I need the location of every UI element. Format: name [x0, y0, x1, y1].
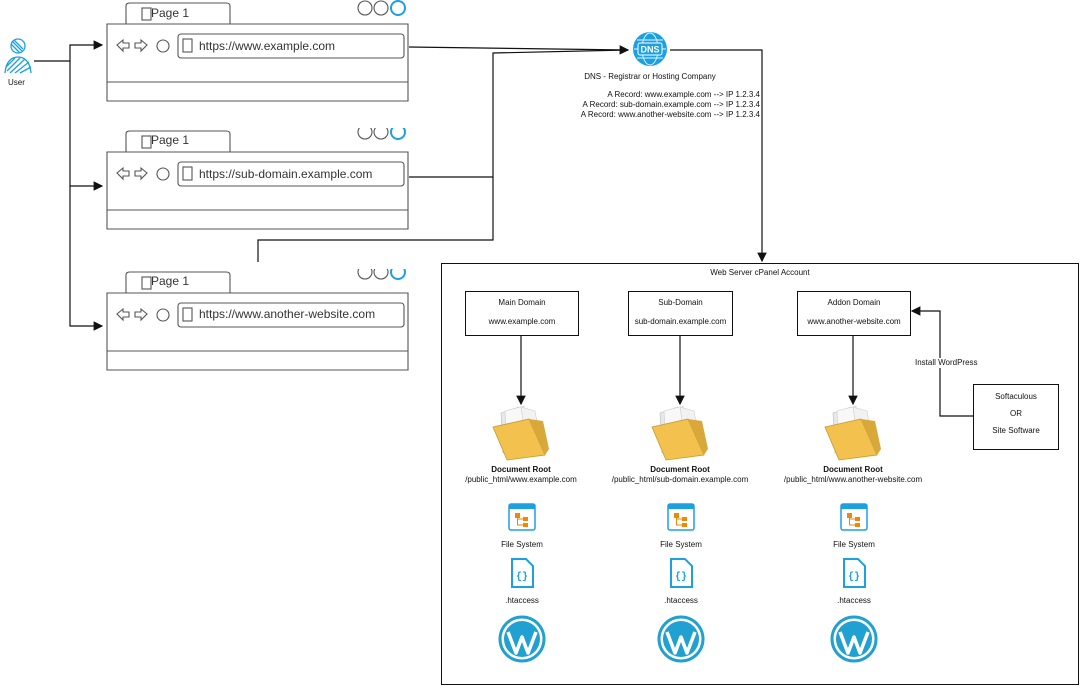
domain-heading: Sub-Domain — [658, 298, 703, 307]
dns-icon: DNS — [633, 32, 667, 66]
install-wordpress-label: Install WordPress — [915, 358, 978, 368]
file-system-label: File System — [501, 540, 543, 549]
domain-name: sub-domain.example.com — [634, 317, 727, 326]
doc-root-path: /public_html/sub-domain.example.com — [611, 475, 749, 484]
dns-record: A Record: sub-domain.example.com --> IP … — [582, 100, 761, 109]
dns-badge: DNS — [640, 45, 659, 55]
dns-record: A Record: www.example.com --> IP 1.2.3.4 — [607, 90, 760, 99]
htaccess-label: .htaccess — [505, 596, 539, 605]
file-system-label: File System — [833, 540, 875, 549]
folder-icon — [492, 405, 549, 461]
doc-root-title: Document Root — [823, 465, 883, 474]
doc-root-path: /public_html/www.example.com — [465, 475, 577, 484]
sub-domain-box: Sub-Domain sub-domain.example.com — [628, 291, 733, 336]
svg-text:{}: {} — [516, 571, 528, 583]
address-bar-url[interactable]: https://sub-domain.example.com — [199, 167, 373, 181]
address-bar-url[interactable]: https://www.example.com — [199, 39, 336, 53]
softaculous-line: Site Software — [992, 426, 1040, 435]
main-domain-box: Main Domain www.example.com — [465, 291, 579, 336]
folder-icon — [651, 405, 708, 461]
wordpress-icon — [657, 615, 705, 663]
doc-root-title: Document Root — [650, 465, 710, 474]
dns-title: DNS - Registrar or Hosting Company — [584, 72, 716, 81]
file-system-label: File System — [660, 540, 702, 549]
user-icon — [4, 38, 32, 74]
svg-text:{}: {} — [675, 571, 687, 583]
doc-root-title: Document Root — [491, 465, 551, 474]
softaculous-line: Softaculous — [995, 392, 1037, 401]
browser-tab-title[interactable]: Page 1 — [151, 274, 190, 288]
browser-tab-title[interactable]: Page 1 — [151, 133, 190, 147]
dns-node: DNS — [631, 30, 669, 68]
file-system-icon — [508, 503, 536, 531]
user-actor: User — [2, 37, 34, 87]
softaculous-line: OR — [1010, 409, 1022, 418]
browser-tab-title[interactable]: Page 1 — [151, 6, 190, 20]
htaccess-icon: {} — [843, 558, 866, 588]
dns-records: A Record: www.example.com --> IP 1.2.3.4… — [540, 90, 760, 120]
file-system-icon — [667, 503, 695, 531]
wordpress-icon — [830, 615, 878, 663]
htaccess-icon: {} — [670, 558, 693, 588]
wordpress-icon — [498, 615, 546, 663]
doc-root-path: /public_html/www.another-website.com — [783, 475, 923, 484]
domain-name: www.another-website.com — [807, 317, 901, 326]
htaccess-icon: {} — [511, 558, 534, 588]
domain-heading: Main Domain — [498, 298, 546, 307]
dns-record: A Record: www.another-website.com --> IP… — [580, 110, 760, 119]
browser-window-3[interactable]: Page 1 https://www.another-website.com — [106, 269, 409, 371]
domain-name: www.example.com — [488, 317, 556, 326]
address-bar-url[interactable]: https://www.another-website.com — [199, 307, 376, 321]
file-system-icon — [840, 503, 868, 531]
browser-window-2[interactable]: Page 1 https://sub-domain.example.com — [106, 128, 409, 230]
htaccess-label: .htaccess — [664, 596, 698, 605]
folder-icon — [824, 405, 881, 461]
browser-window-1[interactable]: Page 1 https://www.example.com — [106, 0, 409, 102]
softaculous-box: Softaculous OR Site Software — [973, 384, 1059, 450]
domain-heading: Addon Domain — [827, 298, 881, 307]
addon-domain-box: Addon Domain www.another-website.com — [797, 291, 911, 336]
htaccess-label: .htaccess — [837, 596, 871, 605]
server-title: Web Server cPanel Account — [710, 268, 810, 277]
svg-text:{}: {} — [848, 571, 860, 583]
user-label: User — [8, 78, 25, 87]
